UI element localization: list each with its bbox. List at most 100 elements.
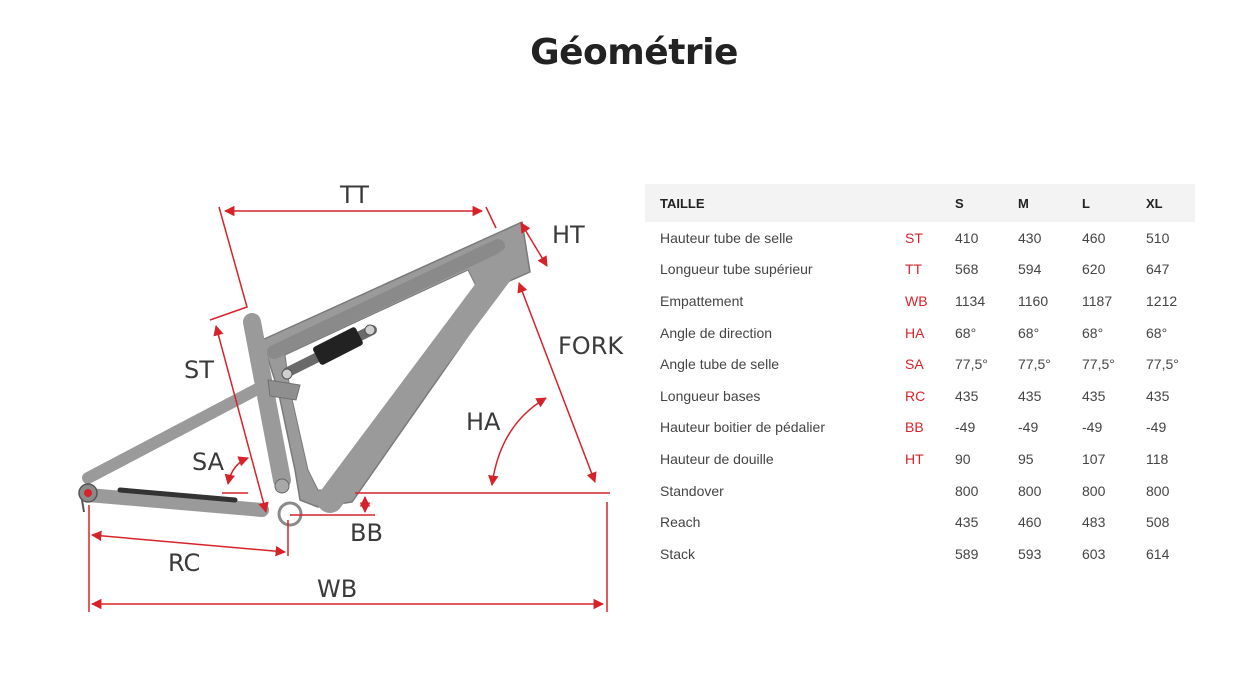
row-value: 435 <box>955 514 979 531</box>
table-row: Longueur bases RC 435 435 435 435 <box>645 380 1195 412</box>
row-value: 435 <box>1018 387 1042 404</box>
row-value: 483 <box>1082 514 1106 531</box>
row-value: 594 <box>1018 261 1042 278</box>
label-tt: TT <box>339 181 369 209</box>
row-label: Angle de direction <box>660 324 773 341</box>
row-label: Angle tube de selle <box>660 356 780 373</box>
row-value: 1134 <box>955 292 986 309</box>
row-value: 510 <box>1146 229 1170 246</box>
label-sa: SA <box>192 448 225 476</box>
row-label: Hauteur boitier de pédalier <box>660 419 825 436</box>
column-header-size: XL <box>1146 184 1195 222</box>
row-value: 68° <box>1146 324 1168 341</box>
row-abbr: RC <box>905 387 926 404</box>
row-value: 107 <box>1082 450 1106 467</box>
row-value: 593 <box>1018 545 1042 562</box>
row-value: 90 <box>955 450 971 467</box>
dimension-lines <box>88 205 610 612</box>
label-wb: WB <box>317 575 357 603</box>
geometry-table-body: Hauteur tube de selle ST 410 430 460 510… <box>645 222 1195 570</box>
row-abbr: SA <box>905 356 924 373</box>
table-row: Stack 589 593 603 614 <box>645 538 1195 570</box>
row-abbr: ST <box>905 229 923 246</box>
row-value: 1212 <box>1146 292 1178 309</box>
label-fork: FORK <box>558 332 624 360</box>
row-value: 800 <box>1018 482 1042 499</box>
label-bb: BB <box>350 519 383 547</box>
row-value: 460 <box>1082 229 1106 246</box>
column-header-taille: TAILLE <box>645 184 905 222</box>
table-row: Standover 800 800 800 800 <box>645 475 1195 507</box>
row-value: 68° <box>955 324 977 341</box>
row-value: 77,5° <box>1018 356 1051 373</box>
table-row: Hauteur tube de selle ST 410 430 460 510 <box>645 222 1195 254</box>
page-title: Géométrie <box>530 32 738 73</box>
row-value: 68° <box>1018 324 1040 341</box>
row-value: 508 <box>1146 514 1170 531</box>
row-label: Longueur bases <box>660 387 761 404</box>
row-value: -49 <box>955 419 976 436</box>
row-abbr: HT <box>905 450 924 467</box>
row-abbr: WB <box>905 292 928 309</box>
row-value: 568 <box>955 261 979 278</box>
row-value: 435 <box>1146 387 1170 404</box>
row-value: 410 <box>955 229 979 246</box>
row-value: -49 <box>1018 419 1039 436</box>
label-rc: RC <box>168 549 200 577</box>
rear-shock <box>281 324 377 380</box>
column-header-abbr <box>905 184 955 222</box>
table-row: Empattement WB 1134 1160 1187 1212 <box>645 285 1195 317</box>
row-label: Hauteur de douille <box>660 450 774 467</box>
row-value: 95 <box>1018 450 1034 467</box>
row-value: 77,5° <box>1146 356 1179 373</box>
row-value: 77,5° <box>955 356 988 373</box>
row-abbr: TT <box>905 261 923 278</box>
frame-geometry-diagram: TT HT ST FORK HA SA BB RC WB <box>60 160 640 630</box>
row-label: Longueur tube supérieur <box>660 261 813 278</box>
label-ht: HT <box>552 221 585 249</box>
row-abbr <box>905 506 955 538</box>
table-row: Hauteur de douille HT 90 95 107 118 <box>645 443 1195 475</box>
column-header-size: L <box>1082 184 1146 222</box>
row-value: 435 <box>955 387 979 404</box>
table-row: Longueur tube supérieur TT 568 594 620 6… <box>645 254 1195 286</box>
row-value: -49 <box>1082 419 1103 436</box>
row-label: Stack <box>660 545 696 562</box>
row-value: 118 <box>1146 450 1169 467</box>
label-ha: HA <box>466 408 501 436</box>
row-value: 430 <box>1018 229 1042 246</box>
row-abbr <box>905 475 955 507</box>
row-abbr: BB <box>905 419 924 436</box>
row-label: Hauteur tube de selle <box>660 229 794 246</box>
row-value: 603 <box>1082 545 1106 562</box>
row-label: Standover <box>660 482 724 499</box>
row-value: 1160 <box>1018 292 1049 309</box>
row-value: 589 <box>955 545 979 562</box>
table-row: Reach 435 460 483 508 <box>645 506 1195 538</box>
label-st: ST <box>184 356 214 384</box>
table-row: Hauteur boitier de pédalier BB -49 -49 -… <box>645 412 1195 444</box>
row-value: 647 <box>1146 261 1170 278</box>
row-value: 620 <box>1082 261 1106 278</box>
table-row: Angle tube de selle SA 77,5° 77,5° 77,5°… <box>645 348 1195 380</box>
column-header-size: S <box>955 184 1018 222</box>
row-abbr: HA <box>905 324 925 341</box>
row-value: 800 <box>1082 482 1106 499</box>
row-value: 435 <box>1082 387 1106 404</box>
row-value: 1187 <box>1082 292 1113 309</box>
row-value: -49 <box>1146 419 1167 436</box>
row-value: 68° <box>1082 324 1104 341</box>
column-header-size: M <box>1018 184 1082 222</box>
row-value: 460 <box>1018 514 1042 531</box>
row-value: 614 <box>1146 545 1170 562</box>
row-value: 800 <box>1146 482 1170 499</box>
row-value: 77,5° <box>1082 356 1115 373</box>
row-abbr <box>905 538 955 570</box>
row-label: Empattement <box>660 292 744 309</box>
table-header-row: TAILLE S M L XL <box>645 184 1195 222</box>
table-row: Angle de direction HA 68° 68° 68° 68° <box>645 317 1195 349</box>
geometry-table: TAILLE S M L XL Hauteur tube de selle ST… <box>645 184 1195 570</box>
row-label: Reach <box>660 514 701 531</box>
row-value: 800 <box>955 482 979 499</box>
bike-frame <box>78 221 531 527</box>
